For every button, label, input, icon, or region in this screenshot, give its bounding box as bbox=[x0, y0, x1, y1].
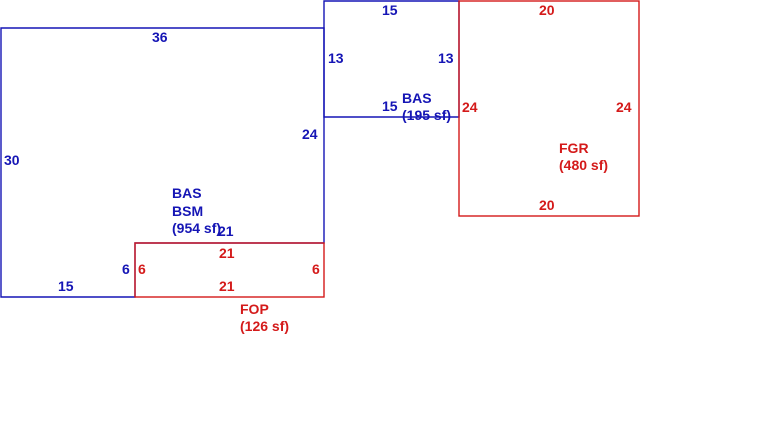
bas-upper-code: BAS bbox=[402, 90, 432, 106]
bas-main-right-dimension: 24 bbox=[302, 126, 318, 142]
fop-bottom-dimension: 21 bbox=[219, 278, 235, 294]
fgr-bottom-dimension: 20 bbox=[539, 197, 555, 213]
bas-upper-top-dimension: 15 bbox=[382, 2, 398, 18]
bas-main-inner-bottom-dimension: 21 bbox=[218, 223, 234, 239]
fop-top-dimension: 21 bbox=[219, 245, 235, 261]
fop-outline bbox=[134, 242, 325, 298]
bas-upper-right-dimension: 13 bbox=[438, 50, 454, 66]
bas-main-code-2: BSM bbox=[172, 203, 203, 219]
bas-main-code-1: BAS bbox=[172, 185, 202, 201]
bas-upper-area: (195 sf) bbox=[402, 107, 451, 123]
fop-right-dimension: 6 bbox=[312, 261, 320, 277]
bas-upper-bottom-dimension: 15 bbox=[382, 98, 398, 114]
fop-code: FOP bbox=[240, 301, 269, 317]
bas-main-outline bbox=[0, 27, 325, 298]
fgr-area: (480 sf) bbox=[559, 157, 608, 173]
fgr-left-dimension: 24 bbox=[462, 99, 478, 115]
fgr-code: FGR bbox=[559, 140, 589, 156]
fgr-outline bbox=[458, 0, 640, 217]
bas-main-bottom-dimension: 15 bbox=[58, 278, 74, 294]
bas-main-left-dimension: 30 bbox=[4, 152, 20, 168]
bas-upper-left-dimension: 13 bbox=[328, 50, 344, 66]
bas-main-top-dimension: 36 bbox=[152, 29, 168, 45]
bas-main-step-dimension: 6 bbox=[122, 261, 130, 277]
fop-area: (126 sf) bbox=[240, 318, 289, 334]
fgr-top-dimension: 20 bbox=[539, 2, 555, 18]
fgr-right-dimension: 24 bbox=[616, 99, 632, 115]
fop-left-dimension: 6 bbox=[138, 261, 146, 277]
bas-main-area: (954 sf) bbox=[172, 220, 221, 236]
